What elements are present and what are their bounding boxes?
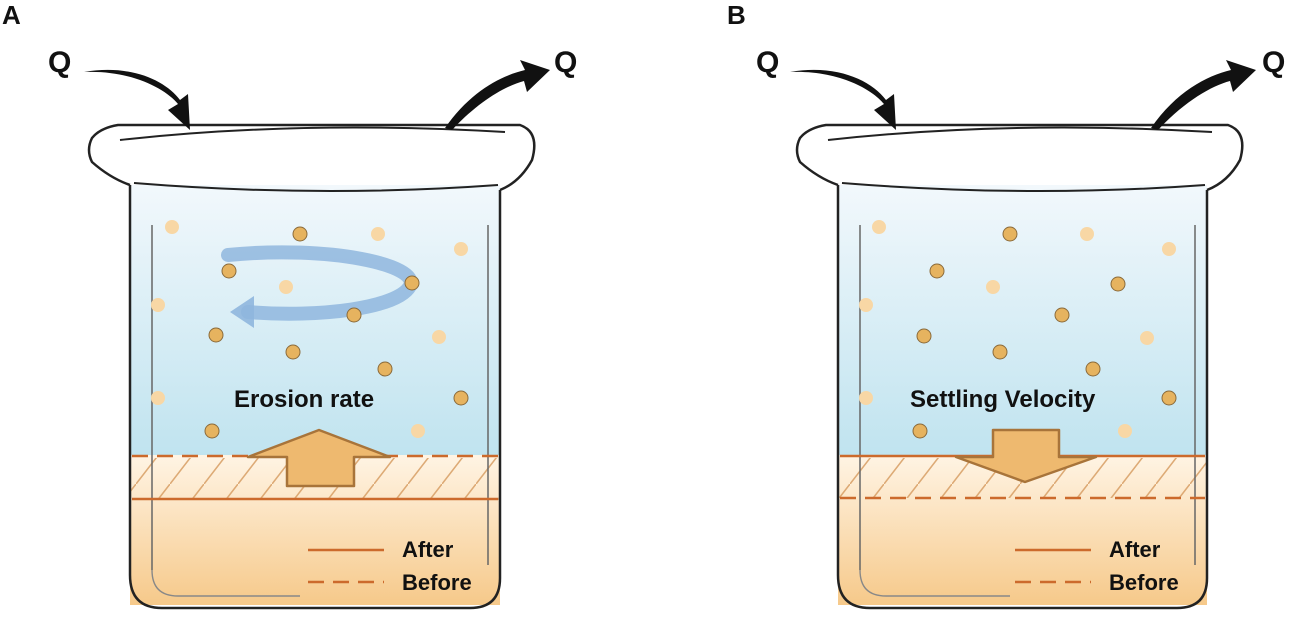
beaker-outline <box>87 123 536 610</box>
water-body <box>838 185 1207 460</box>
inflow-arrow <box>84 69 190 130</box>
panel-a-letter: A <box>2 0 21 30</box>
particles-b <box>859 220 1177 439</box>
panel-b-inflow-label: Q <box>756 46 780 79</box>
water-body <box>130 185 500 460</box>
panel-b-legend-before: Before <box>1109 570 1179 595</box>
panel-b-legend-after: After <box>1109 537 1161 562</box>
panel-b-beaker <box>790 60 1256 610</box>
inflow-arrow <box>790 69 896 130</box>
panel-b-letter: B <box>727 0 746 30</box>
panel-b-process-label: Settling Velocity <box>910 386 1096 413</box>
particles-a <box>151 220 469 439</box>
panel-a-beaker <box>84 60 550 610</box>
erosion-up-arrow <box>246 428 392 488</box>
glass-inner-bottom <box>151 569 300 597</box>
water-surface <box>841 182 1206 193</box>
beaker-rim-inner <box>119 126 506 141</box>
water-surface <box>133 182 499 193</box>
beaker-outline <box>795 123 1244 610</box>
beaker-rim-inner <box>827 126 1213 141</box>
panel-a-process-label: Erosion rate <box>234 386 375 413</box>
panel-a-legend-before: Before <box>402 570 472 595</box>
panel-b-outflow-label: Q <box>1262 46 1286 79</box>
settling-down-arrow <box>954 428 1098 484</box>
panel-a-outflow-label: Q <box>554 46 578 79</box>
outflow-arrow <box>445 60 550 130</box>
outflow-arrow <box>1151 60 1256 130</box>
glass-inner-bottom <box>859 569 1010 597</box>
swirl-arrowhead <box>230 296 254 328</box>
panel-a-legend-after: After <box>402 537 454 562</box>
panel-a-inflow-label: Q <box>48 46 72 79</box>
